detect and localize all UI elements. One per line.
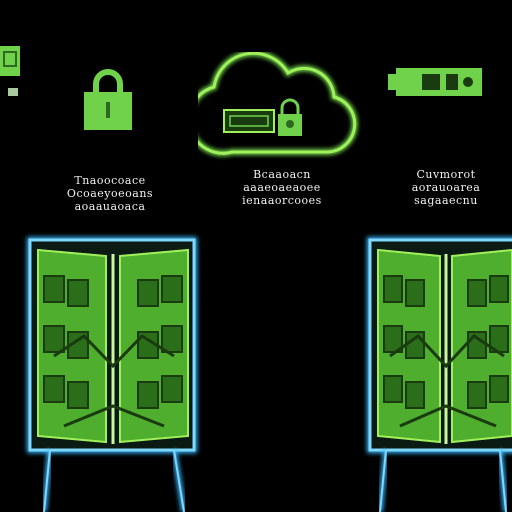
cloud-lock-icon [186,50,366,162]
server-cabinet-right [367,237,512,512]
small-marker-icon [8,88,18,96]
caption-right-line-2: aorauoarea [411,181,481,194]
battery-icon [388,66,484,98]
caption-right-line-3: sagaaecnu [414,194,478,207]
caption-center: Bcaaoacn aaaeoaeaoee ienaaorcooes [212,168,352,207]
caption-right-line-1: Cuvmorot [416,168,476,181]
caption-center-line-2: aaaeoaeaoee [243,181,321,194]
caption-right: Cuvmorot aorauoarea sagaaecnu [386,168,506,207]
caption-center-line-3: ienaaorcooes [242,194,322,207]
caption-center-line-1: Bcaaoacn [253,168,311,181]
server-cabinet-left [27,237,197,512]
caption-left: Tnaoocoace Ocoaeyoeoans aoaauaoaca [50,174,170,213]
caption-left-line-2: Ocoaeyoeoans [66,187,154,200]
caption-left-line-1: Tnaoocoace [74,174,146,187]
badge-icon [0,44,22,80]
padlock-icon [80,68,136,132]
caption-left-line-3: aoaauaoaca [74,200,146,213]
